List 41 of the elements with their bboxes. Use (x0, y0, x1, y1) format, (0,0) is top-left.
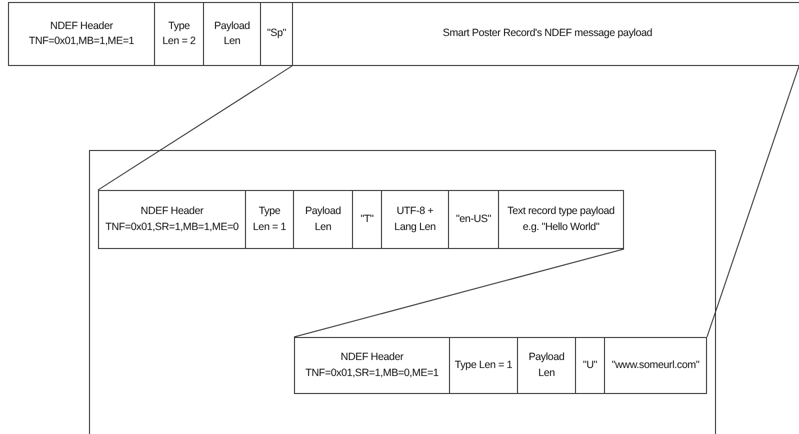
record-field (293, 190, 353, 249)
record-field (154, 2, 204, 66)
field-label: Type Len = 1 (252, 204, 288, 234)
field-label: TNF=0x01,SR=1,MB=0,ME=1 (305, 366, 439, 380)
record-field (517, 337, 576, 394)
record-field (260, 2, 293, 66)
record-field (604, 337, 707, 394)
field-label: "Sp" (266, 26, 286, 42)
field-label: NDEF Header (50, 18, 113, 34)
field-label: Text record type payload e.g. "Hello World" (506, 204, 616, 234)
field-label: NDEF Header (340, 350, 404, 366)
record-field (498, 190, 624, 249)
field-label: "www.someurl.com" (612, 358, 700, 373)
record-field (352, 190, 382, 249)
field-label: TNF=0x01,SR=1,MB=1,ME=0 (105, 220, 239, 234)
record-field (98, 190, 246, 249)
record-field (294, 337, 450, 394)
field-label: Type Len = 1 (454, 358, 512, 373)
record-field (381, 190, 449, 249)
field-label: "T" (360, 212, 374, 227)
record-field (203, 2, 261, 66)
record-field (8, 2, 155, 66)
field-label: Payload Len (304, 204, 342, 234)
field-label: Type Len = 2 (161, 18, 197, 49)
field-label: "en-US" (456, 212, 492, 227)
expansion-line (706, 66, 799, 338)
field-label: Payload Len (528, 350, 566, 380)
record-field (448, 190, 499, 249)
expansion-line (294, 248, 624, 338)
field-label: "U" (582, 358, 598, 373)
field-label: Payload Len (213, 18, 251, 49)
expansion-line (98, 66, 292, 190)
field-label: UTF-8 + Lang Len (393, 204, 437, 234)
record-field (575, 337, 605, 394)
record-field (449, 337, 518, 394)
frame-box (89, 150, 716, 434)
record-field (292, 2, 799, 66)
field-label: Smart Poster Record's NDEF message payload (442, 26, 652, 42)
field-label: NDEF Header (140, 204, 204, 220)
record-field (245, 190, 294, 249)
field-label: TNF=0x01,MB=1,ME=1 (28, 34, 134, 49)
